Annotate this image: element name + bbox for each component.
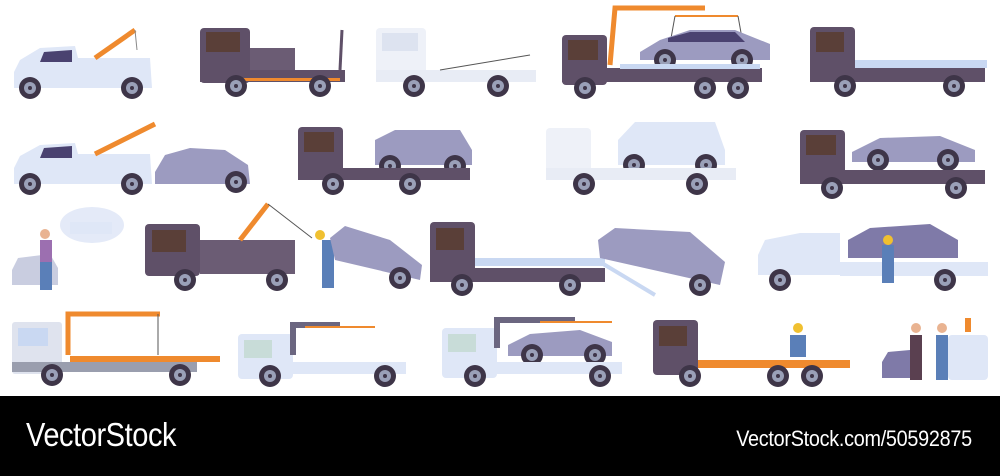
brand-logo-text: VectorStock <box>26 416 177 453</box>
payment-handshake-with-tow-truck <box>882 318 988 380</box>
pickup-wrecker <box>14 27 152 99</box>
wrecker-pulling-suv-with-worker <box>145 202 422 291</box>
flatbed-loading-suv-on-ramp <box>430 222 725 297</box>
watermark-footer: VectorStock VectorStock.com/50592875 <box>0 396 1000 476</box>
tow-truck-illustrations <box>12 5 988 387</box>
image-url-text: VectorStock.com/50592875 <box>736 426 972 451</box>
white-flatbed-with-boom <box>238 322 406 387</box>
white-flatbed-carrying-sportscar <box>442 317 622 387</box>
driver-calling-tow-service <box>12 207 124 290</box>
white-flatbed-with-van <box>546 122 736 195</box>
crane-flatbed-orange <box>12 311 220 386</box>
worker-on-orange-trailer <box>653 320 850 387</box>
crane-flatbed-lifting-sedan <box>562 5 770 99</box>
dark-flatbed-empty <box>200 28 345 97</box>
dark-flatbed-with-suv <box>298 127 472 195</box>
pickup-wrecker-towing-hatchback <box>14 121 250 195</box>
illustration-canvas <box>12 5 988 387</box>
dark-flatbed-tilted <box>810 27 987 97</box>
white-flatbed-winch <box>376 28 536 97</box>
dark-flatbed-with-sedan <box>800 130 985 199</box>
worker-securing-car-on-flatbed <box>758 224 988 291</box>
